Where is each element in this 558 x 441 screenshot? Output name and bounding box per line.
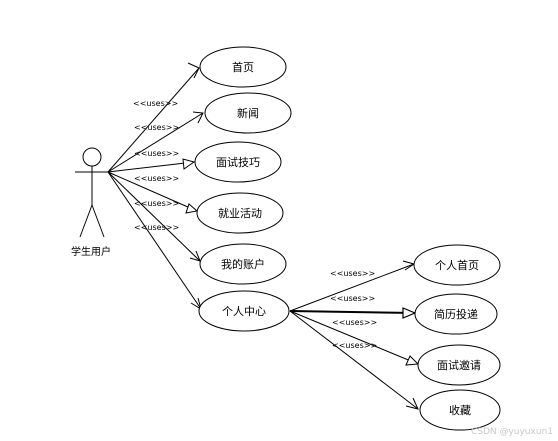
relation-line (107, 171, 202, 310)
use-case-label: 简历投递 (434, 307, 478, 321)
actor-head (82, 147, 102, 167)
use-case-ellipse (199, 46, 287, 88)
use-case-label: 面试技巧 (216, 156, 260, 169)
arrowhead (402, 260, 416, 271)
use-case-label: 面试邀请 (437, 358, 481, 372)
use-case-ellipse (199, 243, 287, 285)
relation-line (107, 171, 201, 262)
arrowhead (402, 307, 417, 319)
relation-label: <<uses>> (330, 269, 375, 278)
actor-left-leg (79, 204, 93, 238)
relation-label: <<uses>> (332, 341, 377, 350)
use-case-ellipse (198, 290, 290, 332)
relation-interview-tips: <<uses>> (107, 149, 196, 173)
use-case-ellipse (196, 192, 284, 234)
relation-line (289, 310, 419, 365)
relation-label: <<uses>> (330, 294, 375, 303)
relation-line (289, 263, 415, 312)
use-case-label: 新闻 (237, 106, 259, 120)
relation-label: <<uses>> (133, 99, 178, 108)
arrowhead (405, 397, 419, 410)
actor-label: 学生用户 (71, 245, 111, 258)
relation-label: <<uses>> (332, 318, 377, 327)
relation-label: <<uses>> (134, 223, 179, 232)
use-case-home: 首页 (199, 46, 287, 88)
relation-my-account: <<uses>> (107, 171, 201, 262)
actor-student-user: 学生用户 (71, 147, 111, 258)
actor-right-leg (91, 204, 105, 238)
use-case-resume-delivery: 简历投递 (414, 293, 498, 335)
use-case-interview-invitation: 面试邀请 (417, 344, 501, 386)
relation-label: <<uses>> (134, 174, 179, 183)
relation-line (107, 112, 204, 173)
use-case-news: 新闻 (204, 92, 292, 134)
use-case-interview-tips: 面试技巧 (194, 141, 282, 183)
use-case-ellipse (413, 244, 501, 286)
use-case-my-account: 我的账户 (199, 243, 287, 285)
arrowhead (187, 62, 200, 79)
relation-label: <<uses>> (134, 199, 179, 208)
use-case-employment-activities: 就业活动 (196, 192, 284, 234)
relation-interview-invitation: <<uses>> (289, 310, 420, 366)
arrowhead (192, 111, 204, 124)
relation-label: <<uses>> (134, 149, 179, 158)
use-case-favorites: 收藏 (419, 389, 501, 431)
watermark: CSDN @yuyuxun1 (471, 427, 553, 437)
relation-resume-delivery: <<uses>> (289, 294, 417, 319)
relation-line (107, 161, 195, 173)
use-case-ellipse (417, 344, 501, 386)
relation-line (107, 67, 200, 173)
relation-line (289, 310, 419, 410)
use-case-label: 个人首页 (435, 258, 479, 272)
relation-line (289, 310, 416, 314)
relation-favorites: <<uses>> (289, 310, 419, 410)
relation-line (107, 171, 198, 212)
relation-news: <<uses>> (107, 111, 204, 173)
use-case-label: 首页 (232, 60, 254, 74)
relation-label: <<uses>> (134, 123, 179, 132)
relation-employment-activities: <<uses>> (107, 171, 199, 214)
use-case-ellipse (194, 141, 282, 183)
relation-personal-home: <<uses>> (289, 260, 416, 312)
use-case-ellipse (204, 92, 292, 134)
use-case-label: 个人中心 (222, 305, 266, 318)
use-case-label: 我的账户 (221, 257, 265, 271)
arrowhead (185, 203, 199, 214)
relation-home: <<uses>> (107, 62, 200, 173)
use-case-personal-home: 个人首页 (413, 244, 501, 286)
use-case-personal-center: 个人中心 (198, 290, 290, 332)
use-case-ellipse (414, 293, 498, 335)
use-case-label: 就业活动 (218, 206, 262, 220)
arrowhead (182, 158, 196, 170)
arrowhead (405, 355, 420, 366)
use-case-ellipse (419, 389, 501, 431)
use-case-label: 收藏 (449, 403, 471, 417)
